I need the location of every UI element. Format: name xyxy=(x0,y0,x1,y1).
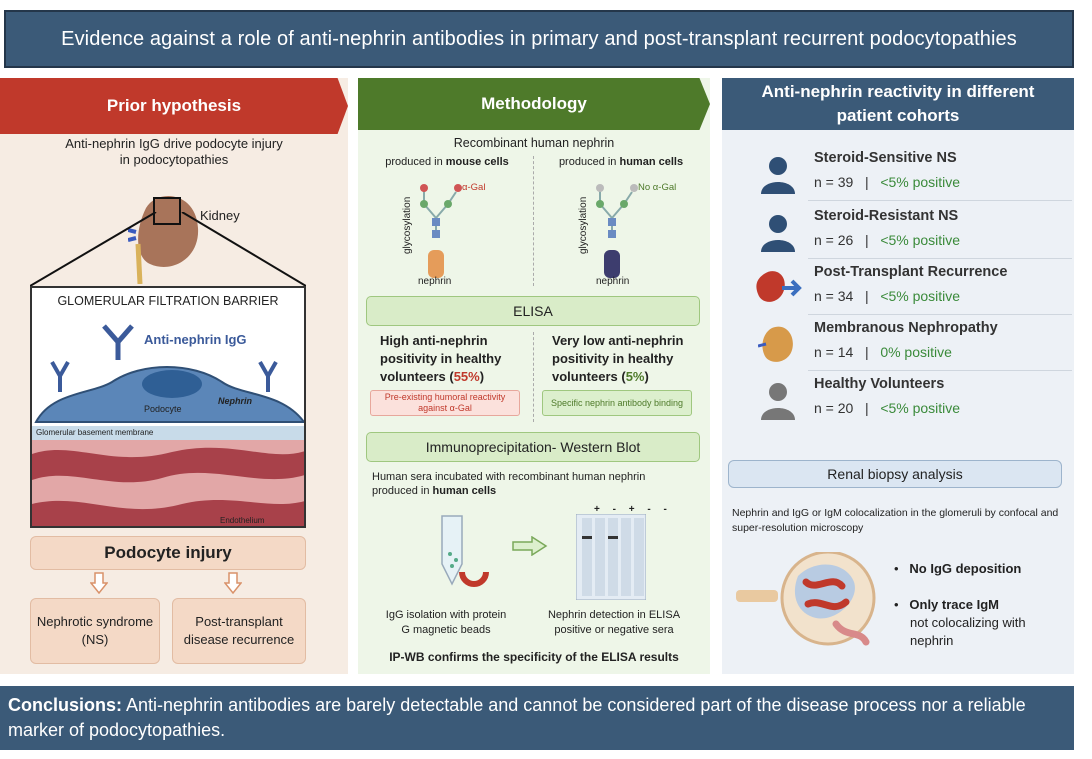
gfb-box: GLOMERULAR FILTRATION BARRIER Anti-nephr… xyxy=(30,286,306,528)
bullet-trace-igm-line2: not colocalizing with xyxy=(910,615,1026,630)
cohort-post-transplant: Post-Transplant Recurrence n = 34 | <5% … xyxy=(752,264,1072,318)
biopsy-box: Renal biopsy analysis xyxy=(728,460,1062,488)
cohort-stat: n = 26 | <5% positive xyxy=(814,232,961,248)
arrow-down-icon xyxy=(90,572,108,594)
mouse-cells-label: produced in mouse cells xyxy=(385,156,509,168)
cohort-name: Membranous Nephropathy xyxy=(814,320,998,336)
alpha-gal-label: α-Gal xyxy=(462,182,486,193)
person-icon xyxy=(761,157,795,194)
prior-subtitle-line2: in podocytopathies xyxy=(119,152,229,167)
blot-signs: + - + - - xyxy=(594,504,672,515)
divider xyxy=(533,332,534,422)
podocyte-label: Podocyte xyxy=(144,404,182,414)
cohort-steroid-sensitive: Steroid-Sensitive NS n = 39 | <5% positi… xyxy=(752,150,1072,204)
anti-nephrin-label: Anti-nephrin IgG xyxy=(144,332,247,347)
separator xyxy=(808,370,1072,371)
bullet-trace-igm-line3: nephrin xyxy=(910,633,954,648)
cohort-stat: n = 34 | <5% positive xyxy=(814,288,961,304)
cohort-name: Healthy Volunteers xyxy=(814,376,945,392)
outcome-post-transplant: Post-transplant disease recurrence xyxy=(172,598,306,664)
cohort-name: Steroid-Sensitive NS xyxy=(814,150,957,166)
bullet-no-igg: • No IgG deposition xyxy=(894,561,1022,576)
person-icon xyxy=(761,383,795,420)
conclusion-banner: Conclusions: Anti-nephrin antibodies are… xyxy=(0,686,1074,750)
tube-magnet-icon xyxy=(441,515,489,587)
kidney-label: Kidney xyxy=(200,208,240,223)
nephrin-detection-caption: Nephrin detection in ELISA positive or n… xyxy=(547,609,681,636)
separator xyxy=(808,258,1072,259)
cohort-stat: n = 20 | <5% positive xyxy=(814,400,961,416)
cohort-stat: n = 39 | <5% positive xyxy=(814,174,961,190)
page-title: Evidence against a role of anti-nephrin … xyxy=(4,10,1074,68)
prior-subtitle-line1: Anti-nephrin IgG drive podocyte injury xyxy=(65,136,283,151)
ig-isolation-caption: IgG isolation with protein G magnetic be… xyxy=(385,609,507,636)
human-nephrin-glycan xyxy=(596,184,638,278)
cohort-membranous: Membranous Nephropathy n = 14 | 0% posit… xyxy=(752,320,1072,374)
conclusion-label: Conclusions: xyxy=(8,695,123,715)
cohorts-heading: Anti-nephrin reactivity in different pat… xyxy=(722,78,1074,130)
bullet-trace-igm: • Only trace IgM xyxy=(894,597,999,612)
kidney-arrow-icon xyxy=(756,271,802,302)
methodology-panel: Methodology Recombinant human nephrin pr… xyxy=(358,78,710,674)
cohort-name: Post-Transplant Recurrence xyxy=(814,264,1008,280)
glycosylation-label: glycosylation xyxy=(578,196,589,254)
outcome-nephrotic-syndrome: Nephrotic syndrome (NS) xyxy=(30,598,160,664)
gbm-label: Glomerular basement membrane xyxy=(32,426,304,440)
antibody-icon xyxy=(102,324,134,360)
cohort-healthy: Healthy Volunteers n = 20 | <5% positive xyxy=(752,376,1042,430)
specific-binding-note: Specific nephrin antibody binding xyxy=(542,390,692,416)
cohort-steroid-resistant: Steroid-Resistant NS n = 26 | <5% positi… xyxy=(752,208,1072,262)
zoom-lines xyxy=(30,212,306,287)
western-blot-icon xyxy=(576,514,646,600)
endothelium-label: Endothelium xyxy=(220,516,265,525)
human-cells-label: produced in human cells xyxy=(558,156,684,168)
kidney-icon xyxy=(758,326,793,362)
mouse-nephrin-glycan xyxy=(420,184,462,278)
podocyte-injury-box: Podocyte injury xyxy=(30,536,306,570)
separator xyxy=(808,314,1072,315)
prior-subtitle: Anti-nephrin IgG drive podocyte injury i… xyxy=(20,136,328,168)
biopsy-description: Nephrin and IgG or IgM colocalization in… xyxy=(732,507,1059,534)
glycosylation-label: glycosylation xyxy=(402,196,413,254)
divider xyxy=(533,156,534,286)
nephrin-label: Nephrin xyxy=(218,396,253,406)
elisa-high-result: High anti-nephrin positivity in healthy … xyxy=(380,333,502,384)
arrow-right-icon xyxy=(512,536,548,556)
person-icon xyxy=(761,215,795,252)
separator xyxy=(808,200,1072,201)
cohort-stat: n = 14 | 0% positive xyxy=(814,344,952,360)
cohorts-panel: Anti-nephrin reactivity in different pat… xyxy=(722,78,1074,674)
recombinant-title: Recombinant human nephrin xyxy=(453,136,615,150)
nephrin-label-human: nephrin xyxy=(596,276,630,287)
ipwb-box: Immunoprecipitation- Western Blot xyxy=(366,432,700,462)
alpha-gal-note: Pre-existing humoral reactivity against … xyxy=(370,390,520,416)
elisa-low-result: Very low anti-nephrin positivity in heal… xyxy=(552,333,684,384)
ipwb-confirmation: IP-WB confirms the specificity of the EL… xyxy=(389,650,679,664)
no-alpha-gal-label: No α-Gal xyxy=(638,182,677,193)
cohort-name: Steroid-Resistant NS xyxy=(814,208,959,224)
prior-hypothesis-panel: Prior hypothesis Anti-nephrin IgG drive … xyxy=(0,78,348,674)
glomerulus-illustration xyxy=(736,552,876,646)
arrow-down-icon xyxy=(224,572,242,594)
podocyte-illustration xyxy=(34,361,304,423)
elisa-box: ELISA xyxy=(366,296,700,326)
endothelium-illustration xyxy=(32,440,304,526)
prior-hypothesis-heading: Prior hypothesis xyxy=(0,78,348,134)
gfb-title: GLOMERULAR FILTRATION BARRIER xyxy=(57,294,279,308)
methodology-heading: Methodology xyxy=(358,78,710,130)
conclusion-text: Anti-nephrin antibodies are barely detec… xyxy=(8,695,1026,740)
nephrin-label-mouse: nephrin xyxy=(418,276,452,287)
sera-description: Human sera incubated with recombinant hu… xyxy=(372,471,646,497)
